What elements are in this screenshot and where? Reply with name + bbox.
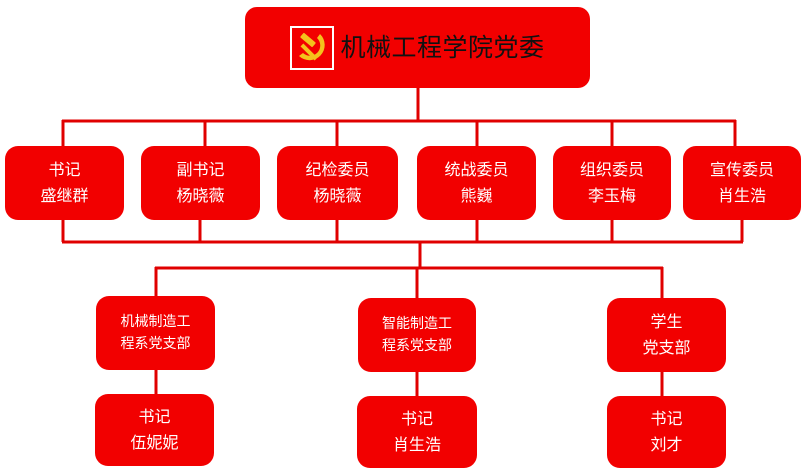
secretary-role: 书记 bbox=[650, 409, 683, 429]
secretary-role: 书记 bbox=[138, 407, 171, 427]
secretary-name: 刘才 bbox=[650, 435, 683, 454]
committee-member-box: 组织委员 李玉梅 bbox=[553, 146, 671, 220]
branch-secretary-box: 书记 肖生浩 bbox=[357, 396, 477, 468]
member-role: 组织委员 bbox=[579, 160, 644, 180]
committee-member-box: 统战委员 熊巍 bbox=[417, 146, 536, 220]
secretary-name: 肖生浩 bbox=[392, 435, 441, 454]
committee-member-box: 副书记 杨晓薇 bbox=[141, 146, 260, 220]
branch-name-line2: 程系党支部 bbox=[120, 336, 191, 352]
branch-name-line1: 学生 bbox=[650, 312, 683, 332]
branch-secretary-box: 书记 刘才 bbox=[607, 396, 726, 468]
member-name: 杨晓薇 bbox=[313, 186, 362, 205]
secretary-name: 伍妮妮 bbox=[130, 433, 179, 452]
member-role: 统战委员 bbox=[444, 160, 509, 180]
committee-member-box: 纪检委员 杨晓薇 bbox=[277, 146, 398, 220]
committee-member-box: 宣传委员 肖生浩 bbox=[683, 146, 801, 220]
member-role: 书记 bbox=[48, 160, 81, 180]
member-role: 纪检委员 bbox=[305, 160, 370, 180]
branch-name-line2: 程系党支部 bbox=[382, 338, 452, 354]
root-committee-box: 机械工程学院党委 bbox=[245, 7, 590, 88]
member-name: 盛继群 bbox=[40, 186, 89, 205]
member-name: 杨晓薇 bbox=[176, 186, 225, 205]
branch-name-line1: 机械制造工 bbox=[120, 313, 191, 330]
member-name: 熊巍 bbox=[460, 186, 493, 205]
member-name: 李玉梅 bbox=[587, 186, 636, 205]
party-branch-box: 学生 党支部 bbox=[607, 298, 726, 372]
branch-secretary-box: 书记 伍妮妮 bbox=[95, 394, 214, 466]
party-branch-box: 智能制造工 程系党支部 bbox=[358, 298, 476, 372]
committee-member-box: 书记 盛继群 bbox=[5, 146, 124, 220]
member-name: 肖生浩 bbox=[717, 186, 766, 205]
member-role: 宣传委员 bbox=[709, 160, 774, 180]
branch-name-line1: 智能制造工 bbox=[382, 315, 452, 332]
branch-name-line2: 党支部 bbox=[642, 338, 691, 357]
member-role: 副书记 bbox=[176, 160, 225, 180]
secretary-role: 书记 bbox=[400, 409, 433, 429]
party-emblem-icon bbox=[290, 25, 335, 70]
party-branch-box: 机械制造工 程系党支部 bbox=[96, 296, 215, 370]
root-title: 机械工程学院党委 bbox=[340, 32, 545, 62]
